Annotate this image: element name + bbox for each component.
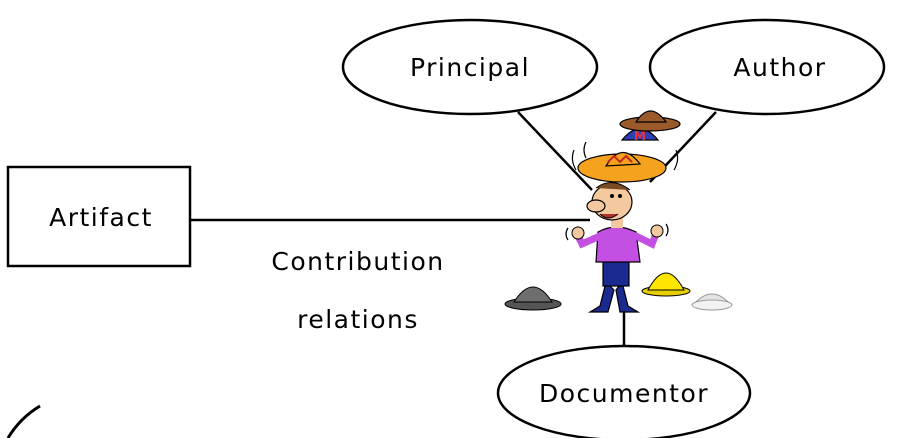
bowler-hat-icon [504, 286, 562, 311]
edge-label-line2: relations [297, 305, 419, 334]
node-artifact: Artifact [6, 165, 192, 268]
node-principal-label: Principal [410, 53, 530, 82]
hard-hat-icon [641, 272, 691, 297]
svg-text:M: M [634, 129, 646, 143]
node-artifact-label: Artifact [49, 203, 153, 232]
node-documentor: Documentor [496, 344, 752, 438]
edge-label-line1: Contribution [271, 247, 444, 276]
node-author-label: Author [733, 53, 826, 82]
node-author: Author [648, 18, 886, 116]
node-principal: Principal [341, 18, 599, 116]
connector-principal-person [517, 111, 593, 191]
person-with-many-hats-icon: M [565, 110, 681, 313]
outer-arc [6, 404, 41, 438]
node-documentor-label: Documentor [539, 379, 709, 408]
sailor-hat-icon [691, 293, 733, 311]
